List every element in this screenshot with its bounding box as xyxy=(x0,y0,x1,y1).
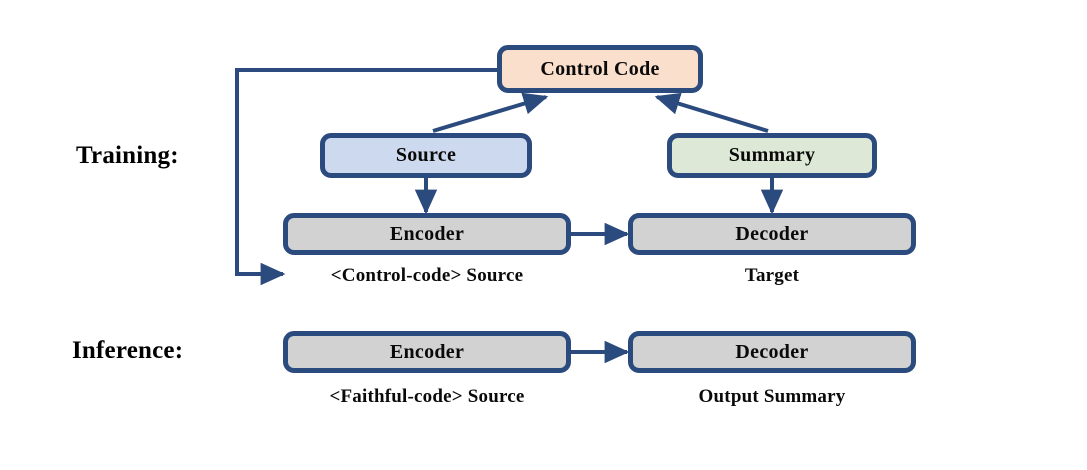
node-summary-label: Summary xyxy=(728,144,816,166)
arrow-source-to-control-code xyxy=(432,92,549,133)
node-infer-decoder[interactable]: Decoder xyxy=(628,331,916,373)
node-infer-encoder[interactable]: Encoder xyxy=(283,331,571,373)
node-control-code-label: Control Code xyxy=(540,57,660,80)
arrow-summary-to-control-code xyxy=(654,92,769,133)
node-control-code[interactable]: Control Code xyxy=(497,45,703,93)
caption-train-decoder: Target xyxy=(744,265,800,286)
caption-infer-decoder: Output Summary xyxy=(698,386,846,407)
node-source[interactable]: Source xyxy=(320,133,532,178)
node-train-encoder-label: Encoder xyxy=(389,222,465,245)
caption-train-encoder: <Control-code> Source xyxy=(330,265,524,286)
row-label-training: Training: xyxy=(76,142,179,169)
node-summary[interactable]: Summary xyxy=(667,133,877,178)
node-train-decoder[interactable]: Decoder xyxy=(628,213,916,255)
node-infer-encoder-label: Encoder xyxy=(389,340,465,363)
node-train-encoder[interactable]: Encoder xyxy=(283,213,571,255)
node-infer-decoder-label: Decoder xyxy=(735,340,809,363)
node-source-label: Source xyxy=(395,144,457,166)
node-train-decoder-label: Decoder xyxy=(735,222,809,245)
row-label-inference: Inference: xyxy=(72,337,184,364)
caption-infer-encoder: <Faithful-code> Source xyxy=(329,386,525,407)
